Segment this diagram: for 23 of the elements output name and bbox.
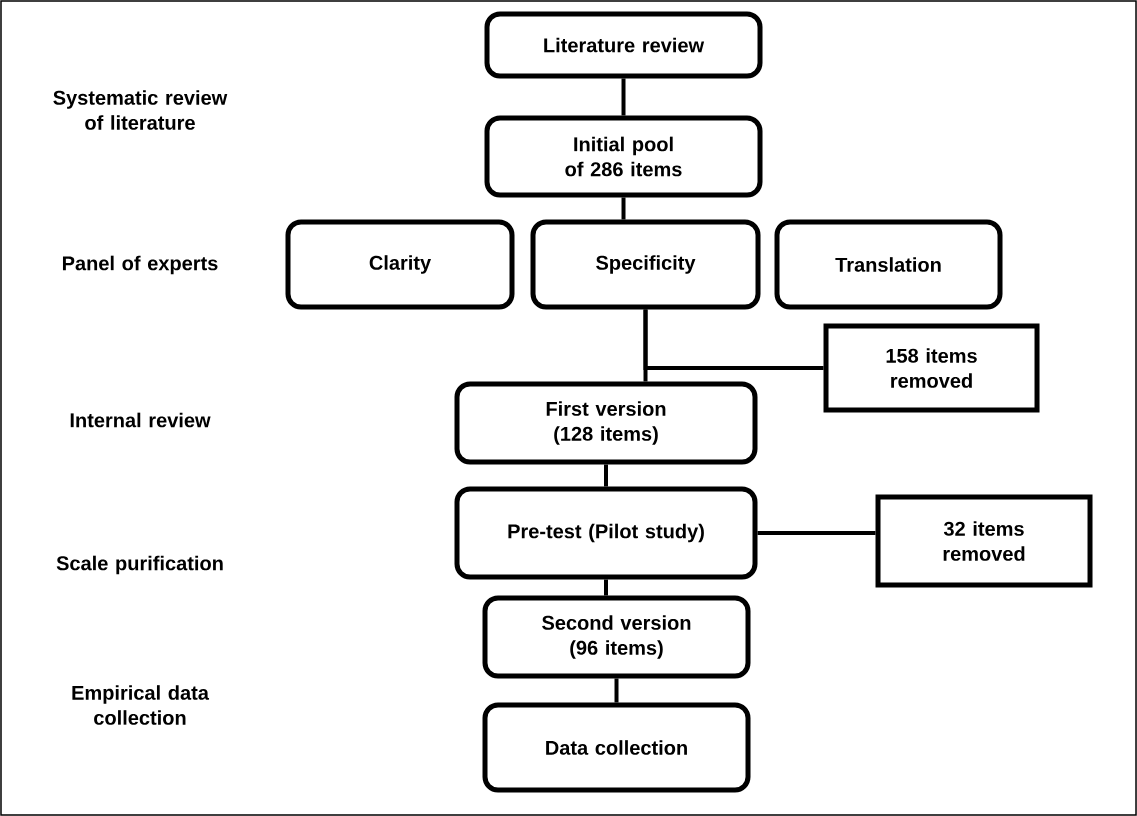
connector-line — [614, 678, 619, 703]
connector-line — [621, 78, 626, 116]
process-box: Clarity — [285, 219, 515, 310]
process-box: First version (128 items) — [454, 381, 758, 465]
connector-line — [621, 197, 626, 220]
stage-label: Empirical data collection — [72, 685, 210, 725]
process-box: Initial pool of 286 items — [484, 115, 763, 198]
process-box: Pre-test (Pilot study) — [454, 486, 758, 580]
process-box: Literature review — [484, 11, 763, 79]
stage-label: Scale purification — [56, 555, 223, 575]
stage-label: Systematic review of literature — [53, 90, 228, 130]
stage-label: Panel of experts — [62, 255, 218, 275]
connector-line — [757, 531, 876, 535]
connector-line — [604, 579, 608, 596]
removed-items-box: 32 items removed — [875, 494, 1093, 588]
process-box: Specificity — [530, 219, 761, 310]
connector-line — [604, 464, 608, 487]
removed-items-box: 158 items removed — [823, 323, 1040, 413]
process-box: Second version (96 items) — [482, 595, 751, 679]
process-box: Data collection — [482, 702, 751, 793]
connector-line — [643, 309, 824, 370]
process-box: Translation — [774, 219, 1003, 310]
stage-label: Internal review — [70, 412, 211, 428]
